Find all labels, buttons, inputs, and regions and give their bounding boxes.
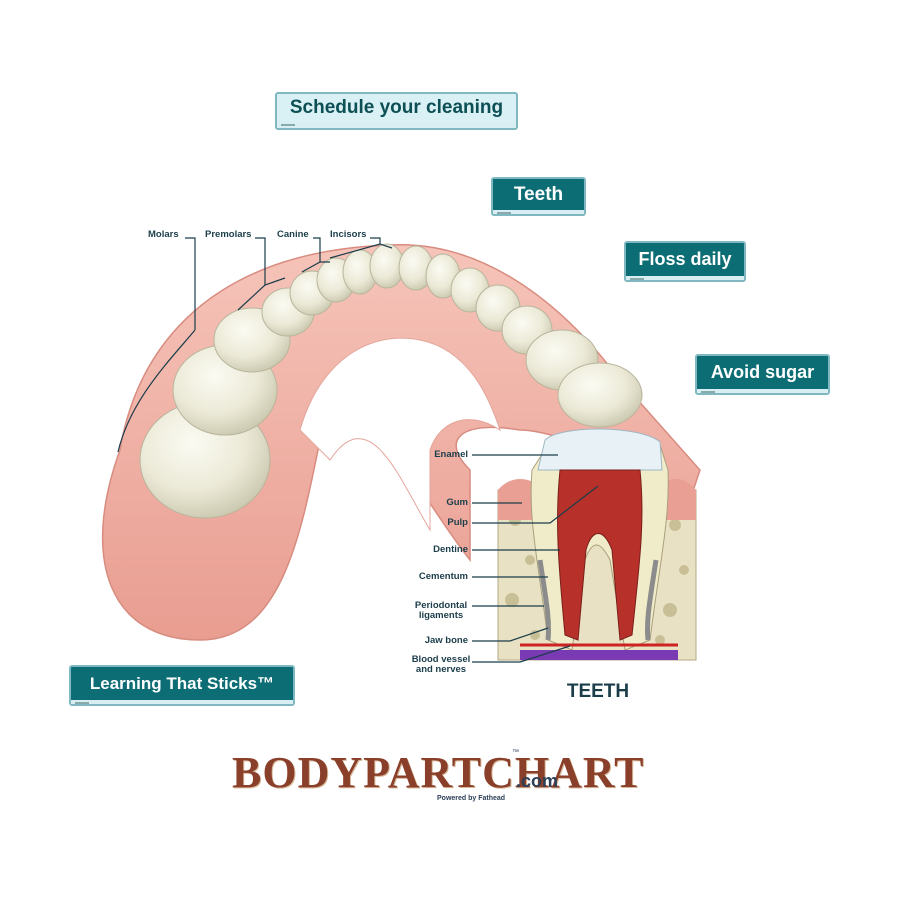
powered-by-fathead: Powered by Fathead — [437, 795, 506, 802]
decal-strip — [277, 122, 516, 128]
pulp-label: Pulp — [447, 517, 468, 528]
learning-that-sticks-text: Learning That Sticks™ — [89, 674, 275, 693]
brand-wordmark: BODYPARTCHART — [232, 748, 645, 797]
cementum-label: Cementum — [418, 571, 468, 582]
blood-vessel-nerves-label: Blood vessel and nerves — [411, 654, 471, 675]
jaw-bone-label: Jaw bone — [424, 635, 468, 646]
molars-label: Molars — [148, 229, 179, 240]
canine-label: Canine — [277, 229, 309, 240]
tooth-group-brackets — [117, 237, 393, 453]
enamel-label: Enamel — [434, 449, 468, 460]
floss-daily-decal: Floss daily — [624, 241, 746, 282]
teeth-decal-text: Teeth — [513, 184, 564, 205]
tooth-cross-section — [497, 428, 697, 661]
avoid-sugar-decal: Avoid sugar — [695, 354, 830, 395]
avoid-sugar-text: Avoid sugar — [710, 362, 815, 382]
gum-inner — [299, 337, 501, 532]
decal-strip — [71, 700, 293, 704]
schedule-cleaning-decal: Schedule your cleaning — [275, 92, 518, 130]
decal-strip — [493, 210, 584, 214]
bodypartchart-logo: BODYPARTCHART ™ .com Powered by Fathead — [232, 743, 643, 808]
dentine-label: Dentine — [433, 544, 468, 555]
premolars-label: Premolars — [205, 229, 252, 240]
schedule-cleaning-text: Schedule your cleaning — [289, 97, 504, 118]
brand-trademark: ™ — [512, 749, 519, 756]
decal-strip — [626, 276, 744, 280]
section-leader-lines — [472, 454, 599, 663]
teeth-decal: Teeth — [491, 177, 586, 216]
decal-strip — [697, 389, 828, 393]
molar-right-2 — [557, 362, 643, 428]
brand-domain: .com — [516, 771, 559, 791]
section-title: TEETH — [566, 681, 630, 702]
incisors-label: Incisors — [330, 229, 367, 240]
floss-daily-text: Floss daily — [638, 249, 732, 269]
learning-that-sticks-decal: Learning That Sticks™ — [69, 665, 295, 706]
periodontal-ligaments-label: Periodontal ligaments — [414, 600, 468, 621]
gum-label: Gum — [446, 497, 468, 508]
